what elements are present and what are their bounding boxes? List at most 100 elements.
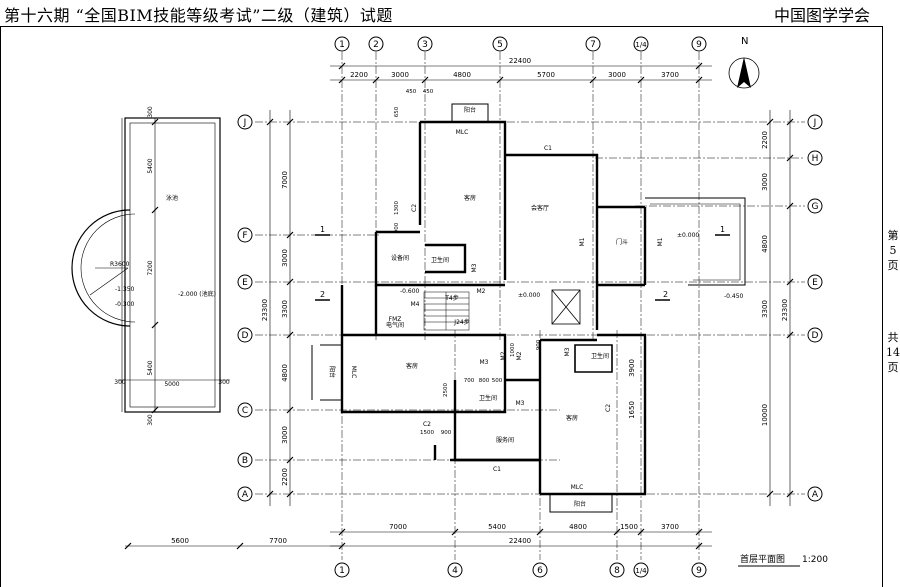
room-balcony-south: 阳台 — [574, 500, 586, 508]
svg-text:E: E — [812, 278, 818, 288]
svg-text:B: B — [242, 456, 248, 466]
svg-text:D: D — [242, 331, 249, 341]
room-bedroom-east: 客房 — [566, 414, 578, 422]
axis-bubble: A — [807, 486, 823, 502]
dim-left-3: 3300 — [281, 300, 289, 318]
room-labels: 客房 会客厅 设备间 卫生间 门斗 客房 卫生间 服务间 客房 卫生间 阳台 阳… — [328, 106, 628, 508]
svg-text:1: 1 — [339, 566, 345, 576]
dim-500: 500 — [492, 378, 503, 384]
section-1-west: 1 — [320, 225, 325, 234]
level-0-porch: ±0.000 — [677, 232, 699, 239]
svg-text:1/4: 1/4 — [635, 567, 647, 575]
dim-right-total: 23300 — [781, 299, 789, 321]
dim-top-4: 5700 — [537, 71, 555, 79]
svg-text:C: C — [242, 406, 248, 416]
dim-top-total: 22400 — [509, 57, 531, 65]
dim-650: 650 — [394, 106, 400, 117]
tag-m1-b: M1 — [657, 237, 664, 246]
pool-dim-1: 5400 — [147, 158, 154, 173]
axis-bubble: 5 — [492, 36, 508, 52]
room-balcony-north: 阳台 — [464, 106, 476, 114]
room-bedroom-north: 客房 — [464, 194, 476, 202]
floor-plan: 22400 2200 3000 4800 5700 3000 3700 7000… — [71, 36, 828, 578]
dim-900-a: 900 — [394, 222, 400, 233]
page-number: 第 5 页 — [886, 228, 900, 273]
dim-bottom-left-2: 7700 — [269, 537, 287, 545]
level-0450: -0.450 — [724, 293, 744, 300]
axis-bubble: E — [237, 274, 253, 290]
dim-right-5: 3900 — [628, 359, 636, 377]
drawing-title: 首层平面图 1:200 — [738, 553, 828, 567]
dim-2500: 2500 — [443, 383, 449, 397]
tag-m3-d: M3 — [564, 347, 571, 356]
drawing-scale: 1:200 — [802, 555, 828, 565]
room-equipment: 设备间 — [391, 254, 409, 262]
axis-bubble: C — [237, 402, 253, 418]
axis-bubble: E — [807, 274, 823, 290]
tag-t4-step: T4步 — [444, 294, 458, 302]
room-hall: 门斗 — [616, 238, 628, 246]
axis-bubble: J — [237, 114, 253, 130]
dim-bottom-5: 3700 — [661, 523, 679, 531]
room-bath-center: 卫生间 — [479, 394, 497, 402]
svg-text:J: J — [243, 118, 247, 128]
axis-bubble: A — [237, 486, 253, 502]
pool-dim-8: 300 — [147, 414, 154, 426]
axis-bubble: 6 — [532, 562, 548, 578]
room-living: 会客厅 — [531, 204, 549, 212]
svg-text:1: 1 — [339, 40, 345, 50]
axis-bubble: B — [237, 452, 253, 468]
small-dimensions: 450 450 650 1300 900 2500 700 800 500 10… — [394, 89, 542, 436]
dim-900-c: 900 — [536, 339, 542, 350]
organization-name: 中国图学学会 — [773, 6, 870, 25]
section-2-west: 2 — [320, 290, 325, 299]
dim-right-6: 1650 — [628, 401, 636, 419]
page-number-value: 5 — [889, 244, 897, 257]
room-bath-north: 卫生间 — [431, 256, 449, 264]
dim-left-total: 23300 — [261, 299, 269, 321]
exam-title: 第十六期 “全国BIM技能等级考试”二级（建筑）试题 — [4, 6, 393, 25]
svg-text:4: 4 — [452, 566, 458, 576]
page-number-prefix: 第 — [887, 229, 899, 242]
left-dimensions: 23300 7000 3000 3300 4800 3000 2200 — [261, 171, 289, 486]
svg-text:D: D — [812, 331, 819, 341]
drawing-frame — [0, 26, 883, 587]
axis-bubbles-top: 1 2 3 5 7 1/4 9 — [334, 36, 707, 52]
axis-bubble: D — [237, 327, 253, 343]
page-number-suffix: 页 — [887, 259, 899, 272]
svg-text:6: 6 — [537, 566, 543, 576]
tag-c2-a: C2 — [411, 204, 418, 212]
dim-right-3: 4800 — [761, 235, 769, 253]
tag-m2-c: M2 — [516, 351, 523, 360]
section-1-east: 1 — [720, 225, 725, 234]
svg-text:9: 9 — [696, 566, 702, 576]
section-cuts: 1 1 2 2 — [315, 225, 730, 301]
svg-text:1/4: 1/4 — [635, 41, 647, 49]
tag-m3-b: M3 — [480, 359, 489, 366]
svg-text:A: A — [242, 490, 249, 500]
dim-top-5: 3000 — [608, 71, 626, 79]
level-0300: -0.300 — [115, 301, 135, 308]
dim-bottom-2: 5400 — [488, 523, 506, 531]
dim-left-5: 3000 — [281, 426, 289, 444]
page-total: 共 14 页 — [886, 330, 900, 375]
page-total-suffix: 页 — [887, 361, 899, 374]
dim-left-2: 3000 — [281, 249, 289, 267]
dim-1500: 1500 — [420, 430, 434, 436]
tag-j24-step: J24步 — [453, 318, 469, 326]
tag-c1-south: C1 — [493, 466, 501, 473]
dim-left-6: 2200 — [281, 468, 289, 486]
elevator-shaft — [551, 289, 581, 325]
tag-c1-north: C1 — [544, 145, 552, 152]
level-0600: -0.600 — [400, 288, 420, 295]
tag-m3-a: M3 — [471, 263, 478, 272]
svg-text:2: 2 — [373, 40, 379, 50]
axis-bubble: 1/4 — [633, 36, 649, 52]
dim-bottom-left-1: 5600 — [171, 537, 189, 545]
room-electrical: 电气间 — [386, 321, 404, 329]
pool-dim-7: 300 — [218, 379, 230, 386]
dim-1000: 1000 — [510, 343, 516, 357]
tag-fmz: FMZ — [389, 316, 402, 323]
axis-bubbles-right: J H G E D A — [807, 114, 823, 502]
svg-text:J: J — [813, 118, 817, 128]
